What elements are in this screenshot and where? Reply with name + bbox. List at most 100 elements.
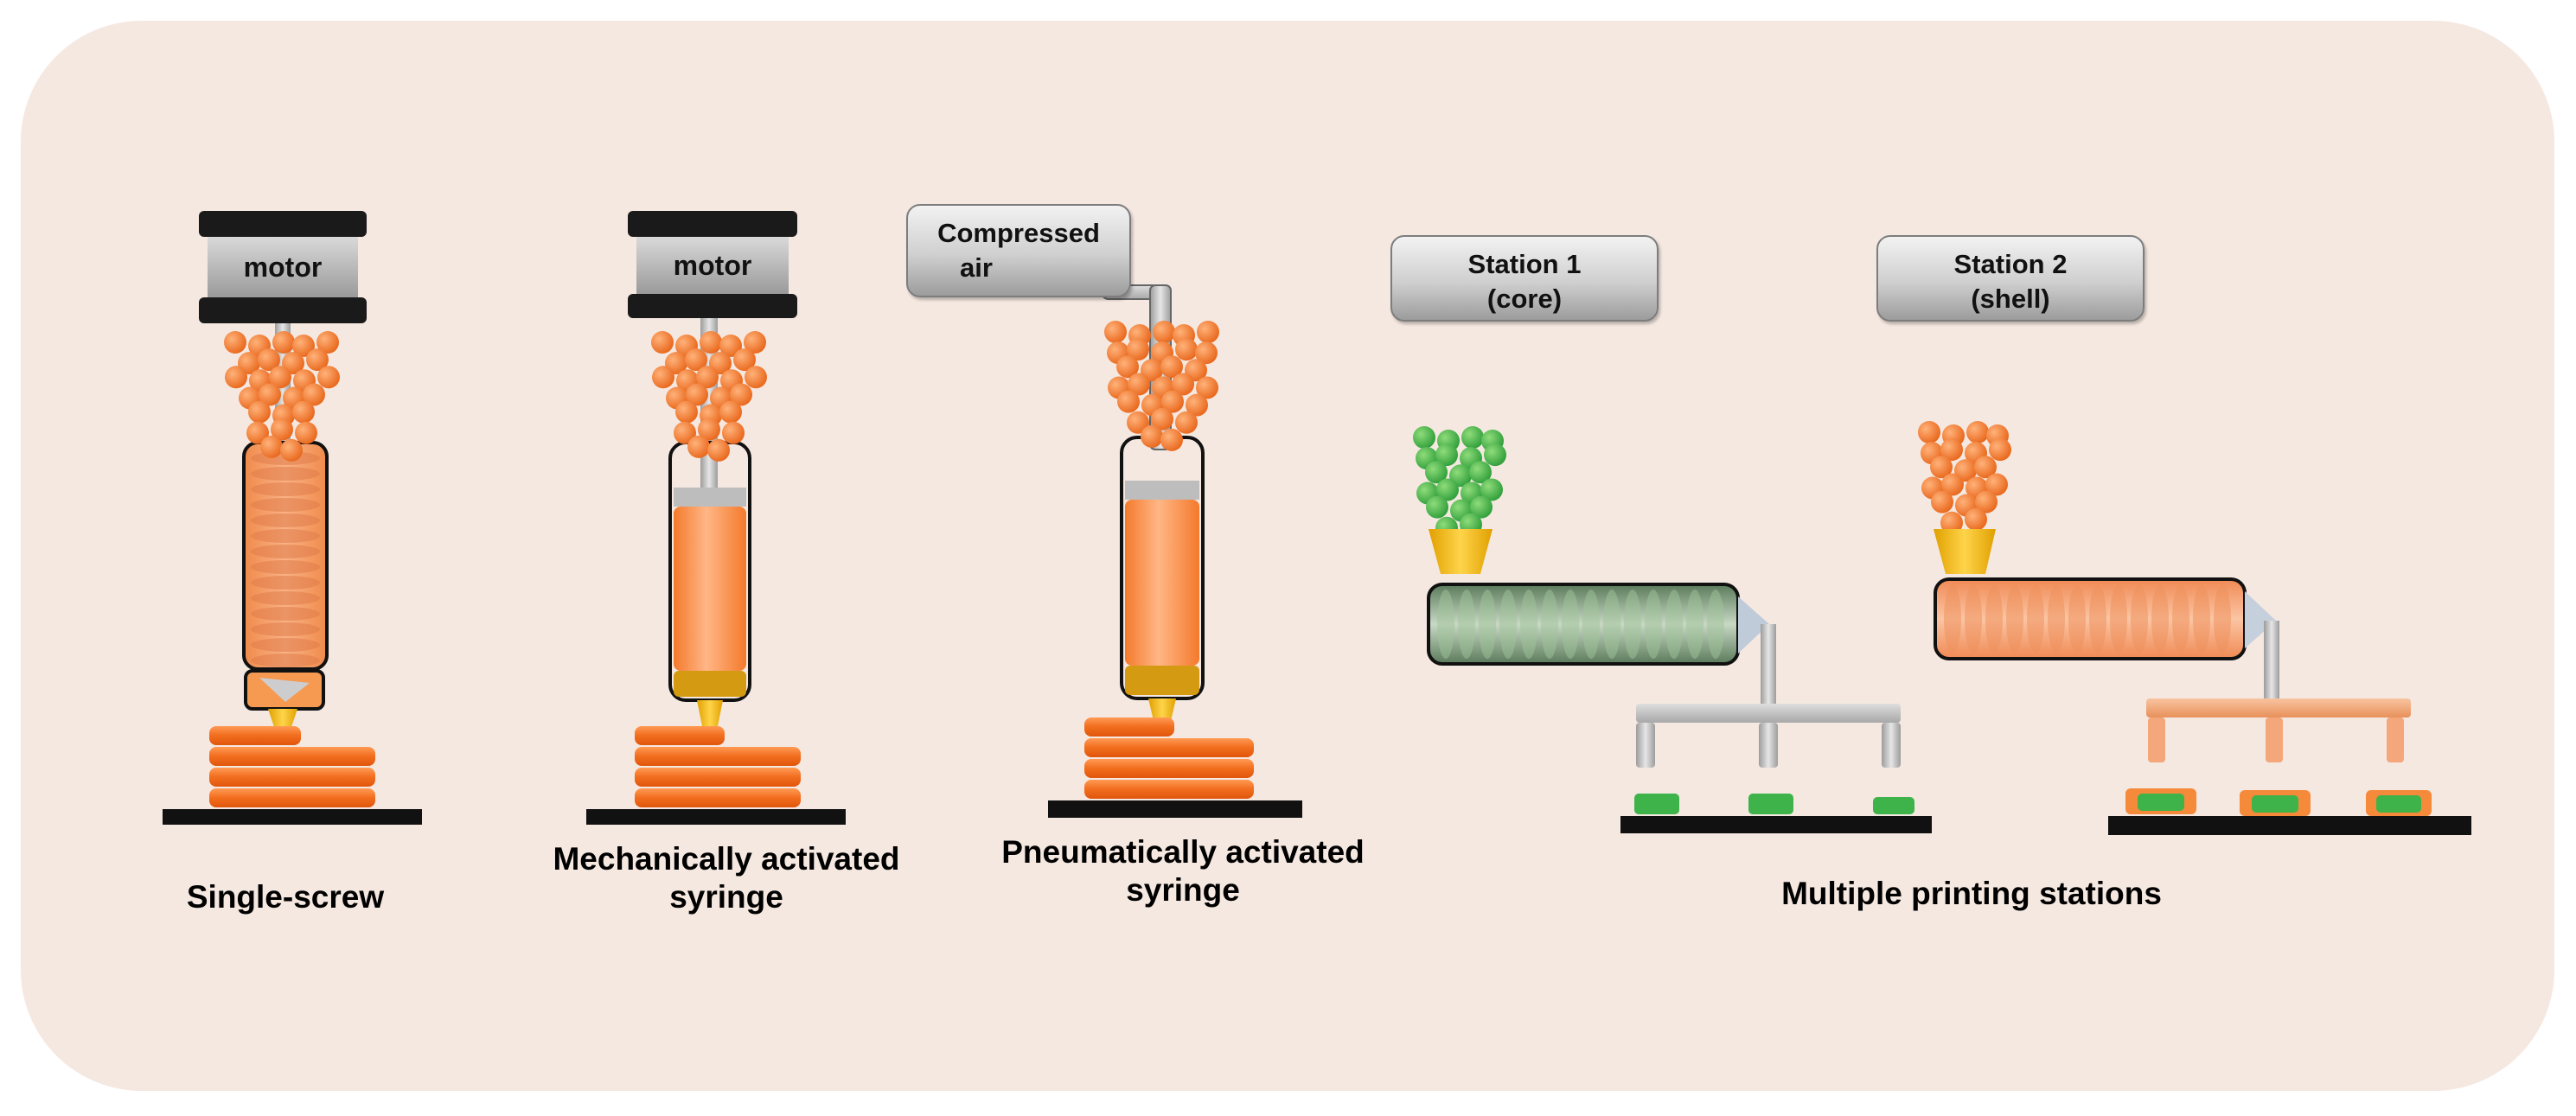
station-1-title: Station 1: [1467, 249, 1582, 279]
caption-pneumatic-line2: syringe: [1126, 871, 1240, 908]
pellet: [260, 435, 283, 458]
green-pellet: [1436, 478, 1459, 501]
tablet-core: [1748, 794, 1793, 814]
pellet: [652, 366, 674, 389]
feed-rod: [1761, 624, 1776, 707]
pellet: [700, 331, 722, 354]
mechanical-syringe: [586, 211, 846, 825]
station-2-subtitle: (shell): [1971, 284, 2050, 315]
pellet: [317, 366, 340, 389]
screw-flight: [2027, 584, 2044, 654]
caption-mechanical-line1: Mechanically activated: [553, 841, 900, 877]
pellet: [685, 348, 707, 372]
screw-flight: [1965, 584, 1982, 654]
pellet: [1985, 473, 2008, 496]
build-plate: [1620, 816, 1932, 833]
screw-flight: [1458, 590, 1475, 659]
motor-bottom-plate: [199, 297, 367, 323]
hopper: [1429, 529, 1493, 574]
caption-pneumatic-line1: Pneumatically activated: [1001, 834, 1365, 870]
screw-flight: [1686, 590, 1703, 659]
screw-flight: [1707, 590, 1724, 659]
pellet: [1104, 321, 1127, 343]
printed-strand: [635, 726, 725, 745]
pellet: [1975, 490, 1998, 513]
screw-flight: [251, 622, 320, 636]
pellet: [1151, 407, 1173, 430]
pellet: [651, 331, 674, 354]
screw-flight: [1603, 590, 1620, 659]
screw-flight: [251, 498, 320, 512]
diagram-background: [21, 21, 2554, 1091]
pellet: [1195, 341, 1218, 365]
pellet: [696, 366, 719, 389]
screw-flight: [1437, 590, 1454, 659]
pellet: [1966, 421, 1989, 443]
pellet: [1941, 473, 1964, 496]
tablet-core: [1634, 794, 1679, 814]
station-2-box: Station 2 (shell): [1876, 235, 2145, 322]
plunger-head: [1125, 481, 1199, 500]
pellet: [674, 421, 696, 444]
screw-flight: [251, 654, 320, 667]
printed-strand: [209, 747, 375, 766]
pellet: [1175, 338, 1198, 361]
pellet: [1918, 421, 1940, 443]
pellet-cluster: [1104, 321, 1219, 451]
coated-tablet: [2240, 790, 2311, 816]
build-plate: [2108, 816, 2471, 835]
green-pellet: [1484, 443, 1506, 467]
screw-flight: [1944, 584, 1961, 654]
station-2-title: Station 2: [1953, 249, 2068, 279]
pellet: [271, 418, 293, 441]
printed-strand: [635, 747, 801, 766]
coated-tablet: [2366, 790, 2432, 816]
manifold-leg: [2387, 717, 2404, 762]
pellet: [248, 400, 271, 424]
screw-flight: [2131, 584, 2148, 654]
screw-flight: [251, 467, 320, 481]
caption-mechanical-syringe: Mechanically activated syringe: [519, 840, 934, 915]
pellet: [675, 400, 698, 424]
caption-mechanical-line2: syringe: [669, 878, 783, 915]
motor-body: [636, 237, 789, 294]
compressed-air-box: Compressed air: [906, 204, 1131, 297]
station-1-box: Station 1 (core): [1390, 235, 1659, 322]
green-pellet: [1470, 495, 1493, 519]
tablet-core: [1873, 797, 1914, 814]
screw-flight: [251, 529, 320, 543]
nozzle: [268, 709, 297, 730]
pellet: [1127, 338, 1149, 361]
pellet: [280, 438, 303, 462]
orange-pellet-cluster: [1918, 421, 2011, 534]
pellet: [733, 348, 756, 372]
build-plate: [586, 809, 846, 825]
pellet: [272, 331, 295, 354]
syringe-material: [674, 507, 746, 671]
syringe-tip: [674, 671, 746, 697]
screw-flight: [1985, 584, 2003, 654]
pellet: [316, 331, 339, 354]
screw-flight: [2110, 584, 2127, 654]
printed-strand: [1084, 717, 1174, 737]
screw-flight: [2214, 584, 2231, 654]
station-1-core: [1413, 426, 1932, 833]
screw-flight: [2089, 584, 2106, 654]
pellet: [698, 418, 720, 441]
pellet-cluster: [651, 331, 767, 462]
pellet: [1931, 490, 1953, 513]
screw-flight: [1520, 590, 1537, 659]
screw-flight: [2006, 584, 2023, 654]
syringe-material: [1125, 500, 1199, 666]
printed-strands: [635, 726, 801, 807]
screw-flight: [1624, 590, 1641, 659]
build-plate: [1048, 800, 1302, 818]
screw-flight: [251, 576, 320, 590]
screw-flight: [1479, 590, 1496, 659]
pellet: [1160, 428, 1183, 451]
printed-strand: [209, 768, 375, 787]
printed-strand: [635, 788, 801, 807]
nozzle: [697, 700, 723, 726]
manifold-leg: [2266, 717, 2283, 762]
